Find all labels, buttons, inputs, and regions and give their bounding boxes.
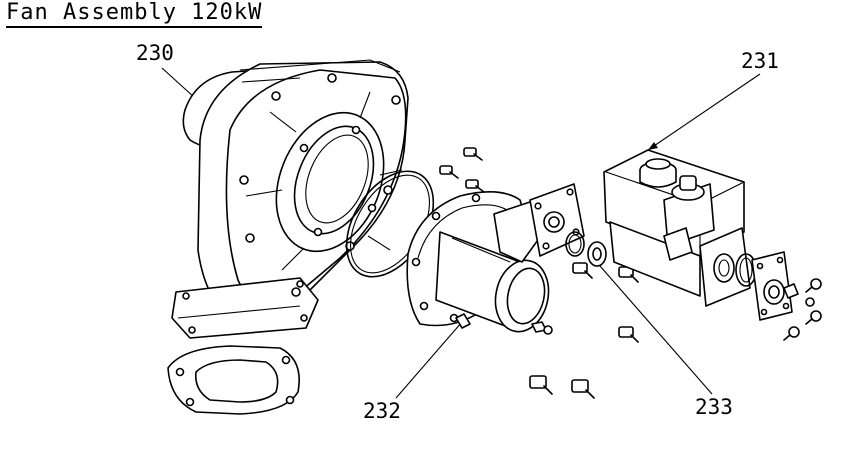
callout-233: 233 bbox=[695, 395, 733, 419]
fan-outlet-flange bbox=[171, 277, 319, 339]
fan-housing bbox=[171, 59, 409, 339]
venturi-mouth-inner bbox=[506, 267, 546, 325]
gas-valve bbox=[603, 149, 751, 307]
arrow-231 bbox=[648, 142, 658, 150]
screws-right bbox=[783, 278, 822, 341]
diagram-title: Fan Assembly 120kW bbox=[6, 0, 263, 28]
valve-outlet-flange bbox=[751, 251, 799, 321]
venturi-assembly bbox=[406, 191, 553, 335]
leader-232 bbox=[395, 321, 463, 399]
leader-233 bbox=[599, 265, 713, 395]
callout-232: 232 bbox=[363, 399, 401, 423]
callout-230: 230 bbox=[136, 41, 174, 65]
fan-face-bolts bbox=[239, 73, 401, 297]
leader-231 bbox=[647, 73, 761, 151]
callout-231: 231 bbox=[741, 49, 779, 73]
gas-inlet-plate bbox=[529, 183, 585, 257]
screws-center bbox=[439, 147, 639, 399]
leader-lines bbox=[161, 67, 761, 399]
o-ring-small-1 bbox=[565, 231, 585, 257]
outlet-gasket bbox=[167, 345, 300, 415]
